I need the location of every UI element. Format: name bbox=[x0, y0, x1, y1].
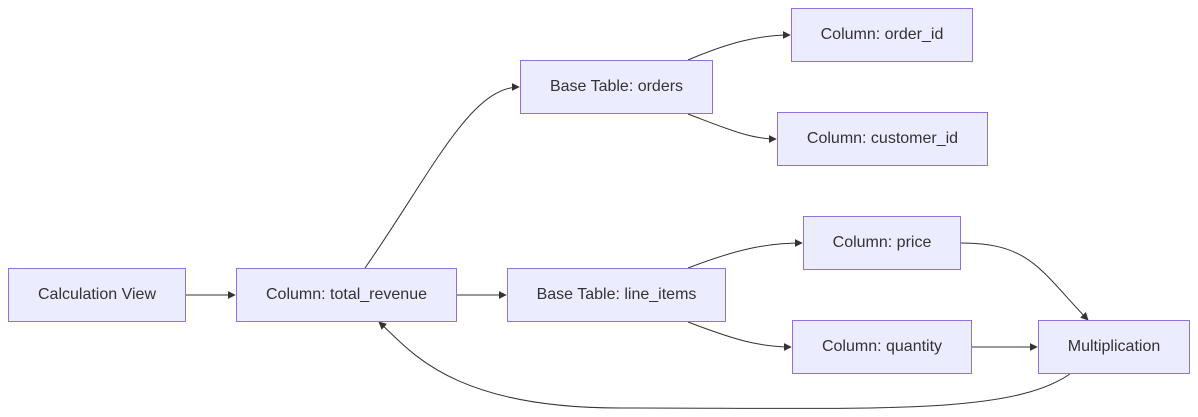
edge-orders-to-customer-id bbox=[687, 113, 777, 143]
node-calculation-view[interactable]: Calculation View bbox=[8, 268, 186, 322]
edge-price-to-multiplication bbox=[960, 242, 1089, 321]
node-base-table-orders[interactable]: Base Table: orders bbox=[520, 60, 713, 114]
node-label: Column: customer_id bbox=[806, 130, 959, 147]
node-multiplication[interactable]: Multiplication bbox=[1038, 320, 1190, 374]
edge-line-items-to-quantity bbox=[687, 321, 792, 351]
node-label: Base Table: orders bbox=[549, 78, 684, 95]
node-label: Multiplication bbox=[1067, 338, 1161, 355]
node-column-total-revenue[interactable]: Column: total_revenue bbox=[236, 268, 457, 322]
node-label: Calculation View bbox=[38, 286, 156, 303]
edge-line-items-to-price bbox=[687, 239, 803, 269]
node-column-customer-id[interactable]: Column: customer_id bbox=[777, 112, 988, 166]
node-label: Column: total_revenue bbox=[266, 286, 427, 303]
node-label: Column: price bbox=[832, 234, 932, 251]
node-column-quantity[interactable]: Column: quantity bbox=[792, 320, 972, 374]
node-base-table-line-items[interactable]: Base Table: line_items bbox=[507, 268, 726, 322]
edge-orders-to-order-id bbox=[687, 31, 791, 61]
edge-multiplication-to-total-revenue bbox=[378, 321, 1071, 409]
node-column-order-id[interactable]: Column: order_id bbox=[791, 8, 973, 62]
node-column-price[interactable]: Column: price bbox=[803, 216, 961, 270]
node-label: Column: order_id bbox=[820, 26, 944, 43]
node-label: Column: quantity bbox=[821, 338, 943, 355]
edge-total-revenue-to-orders bbox=[364, 83, 520, 269]
node-label: Base Table: line_items bbox=[536, 286, 697, 303]
